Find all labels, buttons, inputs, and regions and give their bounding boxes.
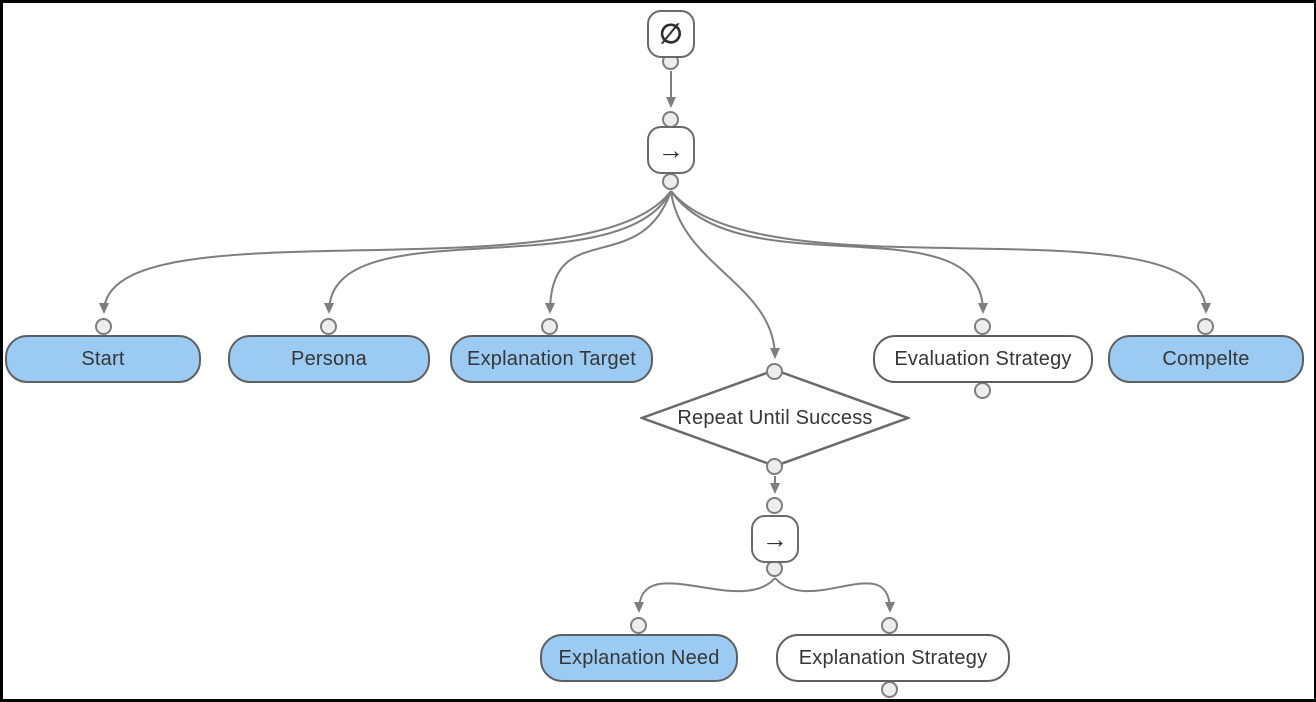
empty-set-icon: ∅ [659,18,683,49]
port-repeat-out[interactable] [766,458,783,475]
node-persona[interactable]: Persona [228,335,430,383]
node-explanation-target[interactable]: Explanation Target [450,335,653,383]
node-explanation-target-label: Explanation Target [467,347,636,370]
arrow-right-icon: → [657,135,685,165]
node-sequence2[interactable]: → [751,515,799,563]
node-explanation-need-label: Explanation Need [558,646,720,669]
edge-sequence2-to-explanation-need [634,577,776,613]
arrow-right-icon: → [761,524,789,554]
port-sequence1-out[interactable] [662,173,679,190]
edge-sequence1-to-explanation-target [545,190,672,314]
port-evaluation-strategy-out[interactable] [974,382,991,399]
port-start-in[interactable] [95,318,112,335]
node-explanation-strategy[interactable]: Explanation Strategy [776,634,1010,682]
port-sequence2-in[interactable] [766,497,783,514]
node-start[interactable]: Start [5,335,201,383]
port-repeat-in[interactable] [766,363,783,380]
port-persona-in[interactable] [320,318,337,335]
edge-sequence2-to-explanation-strategy [774,577,895,613]
node-evaluation-strategy[interactable]: Evaluation Strategy [873,335,1093,383]
port-compelte-in[interactable] [1197,318,1214,335]
port-explanation-need-in[interactable] [630,617,647,634]
node-persona-label: Persona [291,347,367,370]
node-compelte[interactable]: Compelte [1108,335,1304,383]
node-explanation-need[interactable]: Explanation Need [540,634,738,682]
edge-sequence1-to-repeat-until-success [670,190,780,359]
edge-sequence1-to-persona [324,190,672,314]
node-evaluation-strategy-label: Evaluation Strategy [894,347,1072,370]
node-explanation-strategy-label: Explanation Strategy [798,646,988,669]
node-repeat-until-success[interactable]: Repeat Until Success [640,368,910,468]
port-explanation-strategy-out[interactable] [881,681,898,698]
port-evaluation-strategy-in[interactable] [974,318,991,335]
port-explanation-strategy-in[interactable] [881,617,898,634]
node-repeat-until-success-label: Repeat Until Success [677,406,873,429]
edge-sequence1-to-start [99,190,672,314]
port-explanation-target-in[interactable] [541,318,558,335]
node-root[interactable]: ∅ [647,10,695,58]
edge-sequence1-to-evaluation-strategy [670,190,988,314]
node-sequence1[interactable]: → [647,126,695,174]
node-compelte-label: Compelte [1162,347,1250,370]
node-start-label: Start [81,347,125,370]
edge-sequence1-to-compelte [670,190,1211,314]
